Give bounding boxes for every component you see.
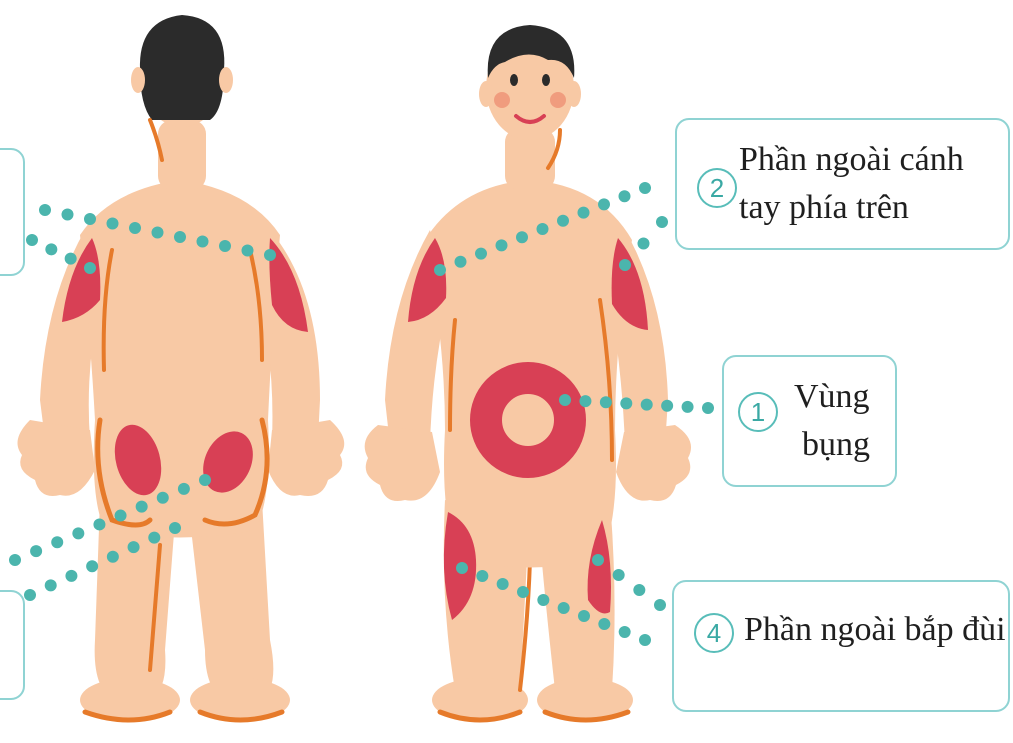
leader-back-lower-1-dot	[51, 536, 63, 548]
leader-front-arm-dot	[537, 223, 549, 235]
callout-1-line-2: bụng	[802, 423, 870, 467]
leader-back-lower-1-dot	[115, 510, 127, 522]
leader-back-upper-1-dot	[174, 231, 186, 243]
front-right-hand	[616, 425, 691, 501]
callout-outer-thigh: 4 Phần ngoài bắp đùi	[672, 580, 1010, 712]
front-left-hand	[365, 425, 440, 501]
left-top-callout-partial	[0, 148, 25, 276]
leader-back-upper-2-dot	[45, 243, 57, 255]
leader-back-upper-1-dot	[264, 249, 276, 261]
leader-back-lower-1-dot	[199, 474, 211, 486]
leader-back-upper-1-dot	[107, 218, 119, 230]
leader-back-upper-2-dot	[26, 234, 38, 246]
leader-belly-dot	[600, 396, 612, 408]
leader-thigh-right-dot	[633, 584, 645, 596]
leader-belly-dot	[702, 402, 714, 414]
leader-back-lower-1-dot	[93, 518, 105, 530]
leader-front-arm-dot	[455, 256, 467, 268]
leader-belly-dot	[661, 400, 673, 412]
leader-back-lower-2-dot	[128, 541, 140, 553]
leader-belly-dot	[559, 394, 571, 406]
leader-back-lower-1-dot	[30, 545, 42, 557]
leader-front-arm-dot	[475, 248, 487, 260]
callout-outer-upper-arm: 2 Phần ngoài cánh tay phía trên	[675, 118, 1010, 250]
leader-thigh-left-dot	[537, 594, 549, 606]
back-right-hand	[268, 420, 344, 496]
leader-thigh-left-dot	[456, 562, 468, 574]
leader-back-lower-1-dot	[178, 483, 190, 495]
back-hair	[140, 15, 224, 120]
number-badge-1: 1	[738, 392, 778, 432]
leader-back-lower-2-dot	[45, 579, 57, 591]
leader-front-arm-dot	[619, 190, 631, 202]
leader-thigh-left-dot	[619, 626, 631, 638]
number-badge-2: 2	[697, 168, 737, 208]
front-view-figure	[365, 25, 691, 722]
callout-1-line-1: Vùng	[794, 375, 870, 419]
front-right-cheek	[550, 92, 566, 108]
leader-back-lower-1-dot	[72, 527, 84, 539]
leader-back-lower-2-dot	[86, 560, 98, 572]
leader-thigh-left-dot	[578, 610, 590, 622]
leader-back-lower-2-dot	[24, 589, 36, 601]
leader-front-arm-dot	[557, 215, 569, 227]
number-badge-4: 4	[694, 613, 734, 653]
leader-back-upper-1-dot	[129, 222, 141, 234]
leader-back-upper-1-dot	[39, 204, 51, 216]
leader-thigh-right-dot	[592, 554, 604, 566]
callout-2-line-2: tay phía trên	[739, 186, 909, 230]
leader-back-upper-1-dot	[242, 245, 254, 257]
leader-front-arm-dot	[496, 239, 508, 251]
leader-front-arm-2-dot	[619, 259, 631, 271]
back-view-figure	[18, 15, 345, 722]
leader-back-lower-1-dot	[157, 492, 169, 504]
leader-front-arm-dot	[578, 207, 590, 219]
leader-back-upper-1-dot	[219, 240, 231, 252]
leader-thigh-left-dot	[476, 570, 488, 582]
left-bottom-callout-partial	[0, 590, 25, 700]
back-neck	[158, 120, 206, 190]
callout-2-line-1: Phần ngoài cánh	[739, 138, 964, 182]
callout-belly: 1 Vùng bụng	[722, 355, 897, 487]
leader-front-arm-dot	[598, 198, 610, 210]
leader-back-upper-1-dot	[84, 213, 96, 225]
leader-thigh-left-dot	[639, 634, 651, 646]
leader-back-lower-2-dot	[148, 532, 160, 544]
leader-back-lower-2-dot	[169, 522, 181, 534]
leader-back-lower-1-dot	[136, 501, 148, 513]
leader-front-arm-dot	[434, 264, 446, 276]
leader-back-lower-2-dot	[65, 570, 77, 582]
leader-front-arm-2-dot	[638, 238, 650, 250]
leader-belly-dot	[682, 401, 694, 413]
leader-belly-dot	[579, 395, 591, 407]
leader-front-arm-2-dot	[656, 216, 668, 228]
callout-4-line-1: Phần ngoài bắp đùi	[744, 608, 1006, 652]
leader-back-upper-2-dot	[84, 262, 96, 274]
leader-back-lower-1-dot	[9, 554, 21, 566]
leader-back-upper-1-dot	[197, 236, 209, 248]
leader-belly-dot	[641, 399, 653, 411]
leader-thigh-left-dot	[558, 602, 570, 614]
leader-back-lower-2-dot	[107, 551, 119, 563]
leader-belly-dot	[620, 397, 632, 409]
leader-back-upper-1-dot	[152, 227, 164, 239]
leader-thigh-right-dot	[654, 599, 666, 611]
front-right-eye	[542, 74, 550, 86]
front-left-eye	[510, 74, 518, 86]
leader-back-upper-2-dot	[65, 253, 77, 265]
front-left-cheek	[494, 92, 510, 108]
leader-thigh-left-dot	[598, 618, 610, 630]
leader-thigh-right-dot	[613, 569, 625, 581]
leader-back-upper-1-dot	[62, 209, 74, 221]
back-left-hand	[18, 420, 96, 496]
leader-thigh-left-dot	[517, 586, 529, 598]
leader-thigh-left-dot	[497, 578, 509, 590]
leader-front-arm-dot	[639, 182, 651, 194]
leader-front-arm-dot	[516, 231, 528, 243]
